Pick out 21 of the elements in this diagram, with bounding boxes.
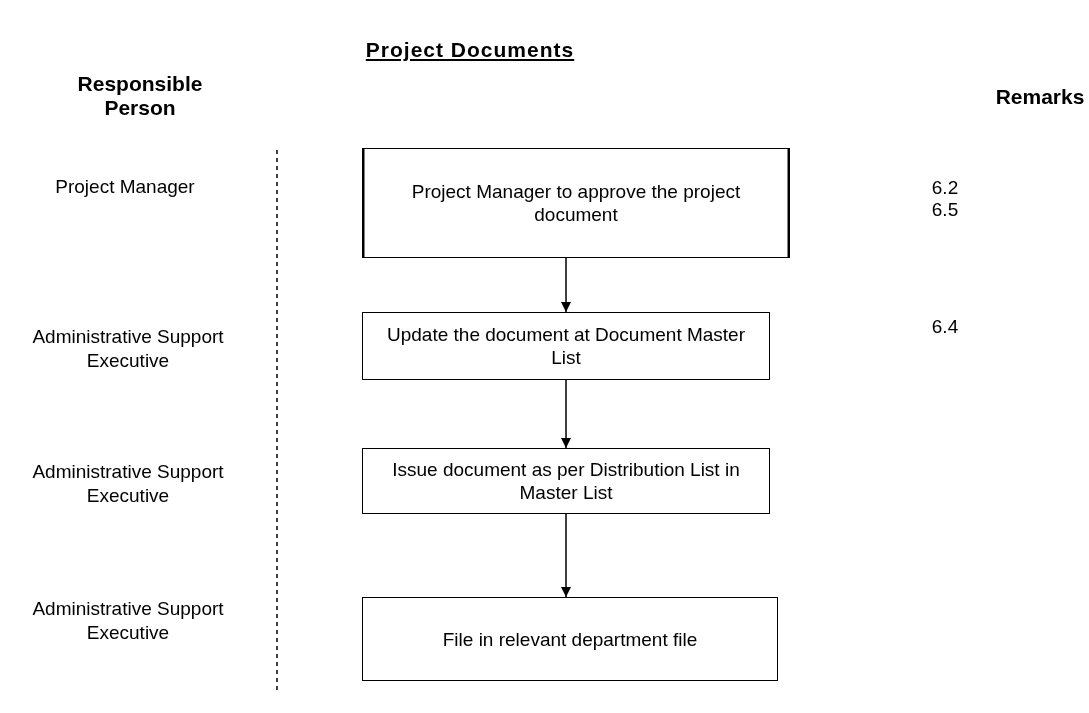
step-text: File in relevant department file	[442, 627, 698, 651]
step-text: Issue document as per Distribution List in Master List	[391, 458, 741, 504]
step-text: Update the document at Document Master List	[386, 323, 746, 369]
step-text: Project Manager to approve the project document	[410, 180, 742, 226]
diagram-title: Project Documents	[364, 38, 576, 62]
role-label: Administrative Support Executive	[31, 325, 225, 373]
column-heading: Responsible Person	[76, 72, 204, 120]
remark-number: 6.5	[930, 198, 960, 222]
predefined-process-box	[362, 148, 790, 258]
role-label: Project Manager	[54, 175, 196, 199]
column-heading: Remarks	[994, 85, 1086, 109]
process-box	[362, 448, 770, 514]
role-label: Administrative Support Executive	[31, 597, 225, 645]
process-box	[362, 597, 778, 681]
arrow	[561, 513, 571, 598]
arrow	[561, 379, 571, 449]
process-box	[362, 312, 770, 380]
role-label: Administrative Support Executive	[31, 460, 225, 508]
remark-number: 6.4	[930, 315, 960, 339]
remark-number: 6.2	[930, 176, 960, 200]
arrow	[561, 257, 571, 313]
